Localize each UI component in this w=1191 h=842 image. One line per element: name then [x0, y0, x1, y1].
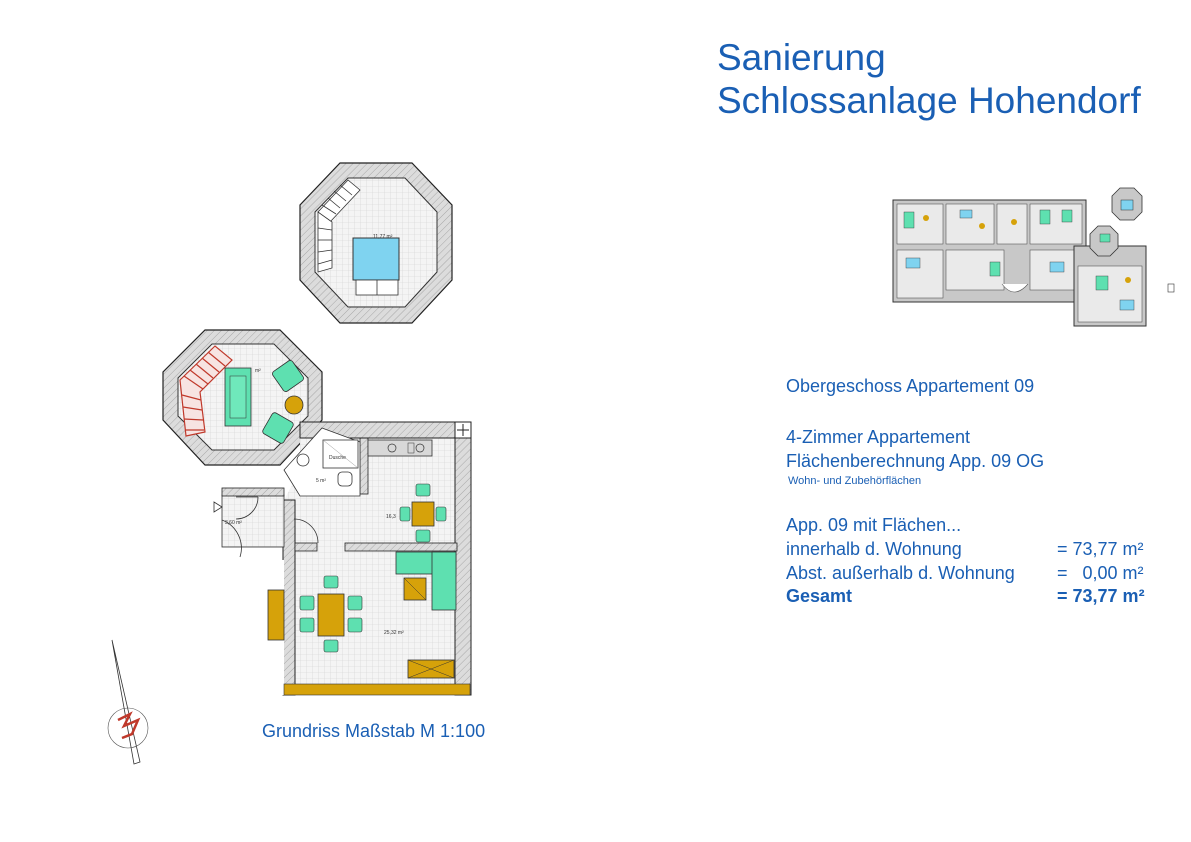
title-line-1: Sanierung: [717, 37, 886, 78]
lower-stair: [179, 345, 233, 437]
area-row-value: = 0,00 m²: [1057, 563, 1144, 583]
areas-intro: App. 09 mit Flächen...: [786, 515, 962, 535]
calc-subtitle: Wohn- und Zubehörflächen: [788, 475, 922, 487]
washbasin: [296, 453, 310, 467]
area-row-label: Gesamt: [786, 586, 853, 606]
upper-stair: [317, 179, 361, 273]
lower-tower: m²: [162, 329, 323, 466]
room-label-shower: Dusche: [329, 455, 346, 461]
living-room: 25,32 m²: [283, 551, 471, 696]
page-title: Sanierung Schlossanlage Hohendorf: [717, 36, 1141, 122]
room-label-living: 25,32 m²: [384, 630, 404, 636]
floor-label: Obergeschoss Appartement 09: [786, 376, 1035, 396]
key-plan: [892, 187, 1175, 327]
title-line-2: Schlossanlage Hohendorf: [717, 80, 1141, 121]
plan-caption: Grundriss Maßstab M 1:100: [262, 721, 486, 741]
area-row-value: = 73,77 m²: [1057, 539, 1144, 559]
toilet: [337, 471, 353, 487]
room-label-kitchen: 16,3: [386, 514, 396, 520]
armchair: [272, 360, 304, 392]
room-label-hall: 3,60 m²: [225, 520, 242, 526]
apartment-type: 4-Zimmer Appartement: [786, 427, 971, 447]
room-label-lower: m²: [255, 368, 261, 374]
bathroom: Dusche 5 m²: [283, 427, 361, 497]
north-arrow-icon: [107, 639, 149, 765]
dining-table: [317, 593, 345, 637]
area-row-label: innerhalb d. Wohnung: [786, 539, 962, 559]
room-label-upper: 11,77 m²: [373, 234, 393, 240]
area-row-label: Abst. außerhalb d. Wohnung: [786, 563, 1015, 583]
side-table: [284, 395, 304, 415]
calc-title: Flächenberechnung App. 09 OG: [786, 451, 1045, 471]
room-label-bath: 5 m²: [316, 478, 326, 484]
armchair: [262, 412, 294, 444]
kitchen-table: [411, 501, 435, 527]
area-row-value: = 73,77 m²: [1057, 586, 1145, 606]
kitchen-counter: [367, 439, 433, 457]
kitchen: 16,3: [367, 439, 447, 543]
water-basin: [352, 237, 400, 281]
upper-tower: 11,77 m²: [299, 162, 453, 324]
